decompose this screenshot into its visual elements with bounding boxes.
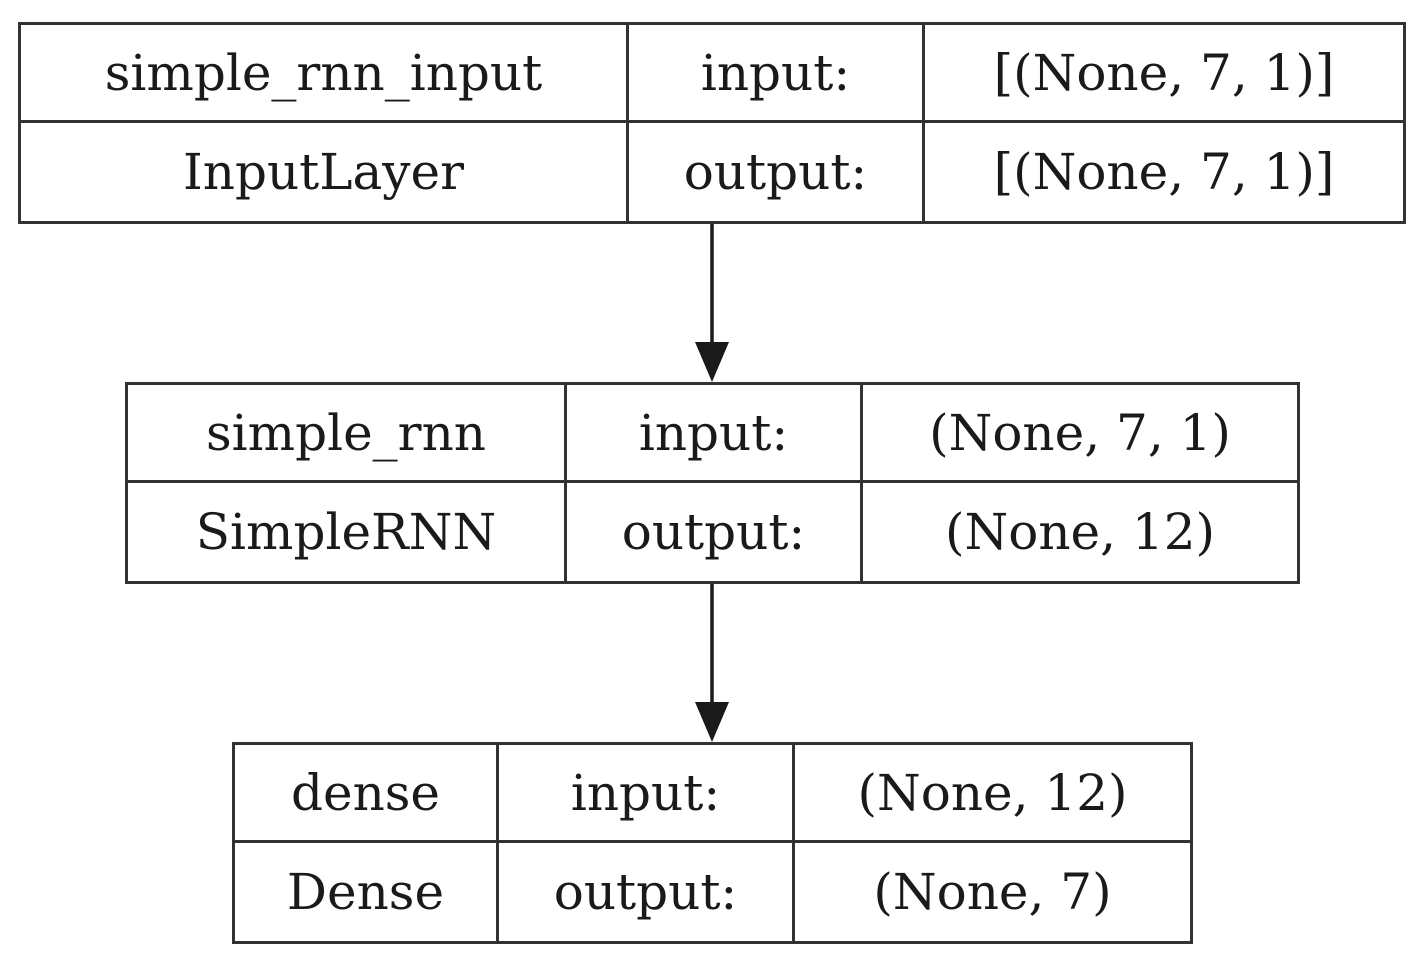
output-label: output: [499, 843, 795, 941]
output-shape: (None, 7) [873, 863, 1112, 921]
layer-type: SimpleRNN [128, 483, 567, 581]
arrowhead-icon [695, 702, 729, 742]
layer-name: dense [235, 745, 499, 843]
layer-name: simple_rnn_input [21, 25, 629, 123]
arrowhead-icon [695, 342, 729, 382]
layer-name: simple_rnn [128, 385, 567, 483]
output-shape: [(None, 7, 1)] [993, 143, 1335, 201]
layer-node-simple-rnn-input: simple_rnn_input input: [(None, 7, 1)] I… [18, 22, 1406, 224]
layer-type: Dense [235, 843, 499, 941]
input-label: input: [499, 745, 795, 843]
output-shape: (None, 12) [944, 503, 1216, 561]
edge-rnn-to-dense [695, 584, 729, 742]
output-label: output: [567, 483, 863, 581]
layer-node-dense: dense input: (None, 12) Dense output: (N… [232, 742, 1193, 944]
input-label: input: [629, 25, 925, 123]
edge-input-to-rnn [695, 224, 729, 382]
input-label: input: [567, 385, 863, 483]
output-label: output: [629, 123, 925, 221]
input-shape: (None, 7, 1) [863, 385, 1297, 483]
input-shape: [(None, 7, 1)] [925, 25, 1403, 123]
layer-node-simple-rnn: simple_rnn input: (None, 7, 1) SimpleRNN… [125, 382, 1300, 584]
input-shape: (None, 12) [795, 745, 1190, 843]
layer-type: InputLayer [21, 123, 629, 221]
